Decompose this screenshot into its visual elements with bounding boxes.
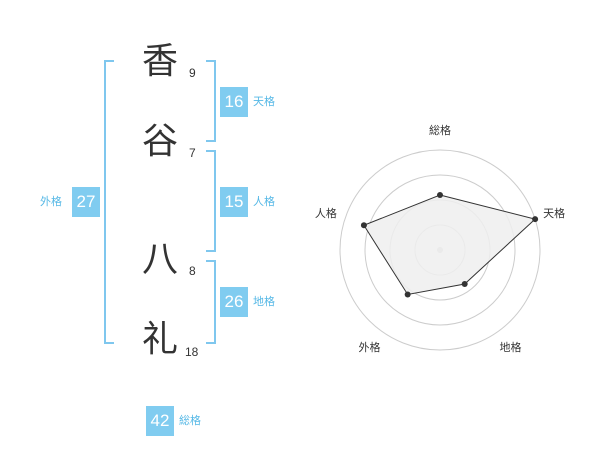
name-char-4: 礼 (141, 319, 178, 360)
stroke-count-1: 9 (189, 66, 196, 80)
radar-point-3 (404, 291, 411, 298)
radar-point-1 (532, 216, 539, 223)
soukaku-label: 総格 (179, 414, 201, 427)
chikaku-bracket (206, 260, 216, 344)
stroke-count-2: 7 (189, 146, 196, 160)
chikaku-label: 地格 (253, 295, 275, 308)
radar-ring-3 (364, 174, 516, 326)
gaikaku-label: 外格 (40, 195, 62, 208)
chikaku-value: 26 (220, 287, 248, 317)
name-char-2: 谷 (141, 121, 178, 162)
stroke-count-4: 18 (185, 345, 199, 359)
jinkaku-value: 15 (220, 187, 248, 217)
radar-points (360, 192, 539, 298)
tenkaku-value: 16 (220, 87, 248, 117)
radar-axis-label-0: 総格 (429, 123, 451, 137)
gaikaku-value: 27 (72, 187, 100, 217)
name-char-1: 香 (141, 41, 178, 82)
radar-axis-label-3: 外格 (358, 340, 380, 354)
tenkaku-label: 天格 (253, 95, 275, 108)
stroke-count-3: 8 (189, 264, 196, 278)
radar-axis-label-4: 人格 (315, 206, 337, 220)
name-char-3: 八 (141, 239, 178, 280)
soukaku-value: 42 (146, 406, 174, 436)
radar-ring-4 (339, 149, 541, 351)
radar-polygon (363, 194, 537, 296)
tenkaku-bracket (206, 60, 216, 142)
radar-point-0 (437, 192, 443, 198)
jinkaku-bracket (206, 150, 216, 252)
radar-axis-label-1: 天格 (543, 206, 565, 220)
jinkaku-label: 人格 (253, 195, 275, 208)
radar-point-4 (360, 222, 367, 229)
gaikaku-bracket (104, 60, 114, 344)
radar-axis-label-2: 地格 (500, 340, 522, 354)
radar-point-2 (461, 280, 468, 287)
